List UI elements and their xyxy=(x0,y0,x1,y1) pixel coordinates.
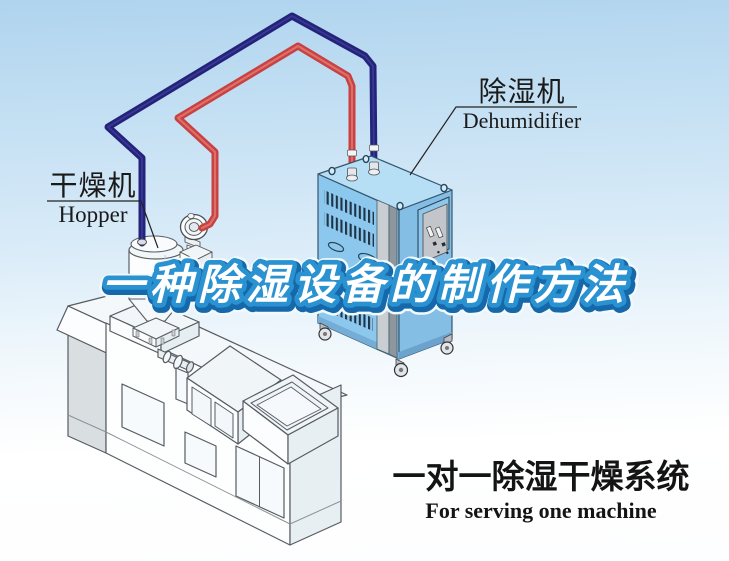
extruder-junction-box xyxy=(175,367,189,405)
title-shadow: 一种除湿设备的制作方法 xyxy=(104,264,632,311)
extruder-panel-b xyxy=(184,431,217,478)
return-hose-band xyxy=(369,144,379,152)
control-panel xyxy=(422,203,448,263)
hopper-label-en: Hopper xyxy=(58,202,128,228)
dehumidifier-bottom-band-right xyxy=(399,332,452,359)
title-overlay: 一种除湿设备的制作方法 一种除湿设备的制作方法 一种除湿设备的制作方法 一种除湿… xyxy=(94,255,635,321)
die-box-lid-inner xyxy=(256,386,322,427)
barrel-box-panel xyxy=(191,386,212,427)
dehumidifier-label: 除湿机 Dehumidifier xyxy=(452,76,592,134)
extruder-skirt-line xyxy=(67,414,342,525)
extruder-panel-a xyxy=(121,383,165,447)
blower-assembly xyxy=(179,212,213,281)
hopper-dryer-machine xyxy=(128,235,184,348)
barrel-box-panel xyxy=(214,401,234,439)
coupling-end xyxy=(185,361,195,373)
corner-channel-dark xyxy=(388,204,398,359)
caster-hub xyxy=(398,367,404,373)
title-halo: 一种除湿设备的制作方法 xyxy=(104,264,632,311)
coupling-collar xyxy=(173,354,183,370)
blower-fan-inner xyxy=(188,222,200,232)
oval-slot-large xyxy=(357,252,379,266)
dehumidifier-label-en: Dehumidifier xyxy=(462,108,582,134)
caster-hub xyxy=(445,346,449,350)
system-caption-zh: 一对一除湿干燥系统 xyxy=(392,458,690,495)
hopper-lid-hose-collar xyxy=(137,238,147,246)
hopper-label-zh: 干燥机 xyxy=(49,170,137,201)
lifting-eyelets xyxy=(328,154,448,211)
hopper-sight-base xyxy=(150,282,156,287)
oval-slot-small xyxy=(327,241,345,253)
supply-hose-collar xyxy=(346,174,358,182)
dehumidifier-label-zh: 除湿机 xyxy=(478,76,566,107)
dehumidifier-machine xyxy=(317,144,454,378)
hopper-leader-line xyxy=(47,200,159,249)
caster-hub xyxy=(323,332,327,336)
vent-band-upper-2 xyxy=(324,212,374,247)
blower-bracket-side xyxy=(195,251,213,281)
blower-bracket-slot xyxy=(184,259,192,271)
extruder-machine xyxy=(56,291,348,546)
hose-entry-collars xyxy=(346,144,380,182)
control-panel-buttons xyxy=(426,225,449,255)
connection-hoses xyxy=(104,12,378,247)
die-box-side xyxy=(287,407,339,465)
coupling-collar xyxy=(162,350,172,364)
dehumidifier-leader-line xyxy=(409,106,577,176)
supply-hose-band xyxy=(347,149,357,157)
casters xyxy=(318,322,454,378)
supply-hose-highlight xyxy=(176,44,354,230)
title-text: 一种除湿设备的制作方法 xyxy=(102,261,630,308)
hopper-platform-side xyxy=(160,321,200,355)
return-hose-collar xyxy=(368,168,380,176)
flange-bolts xyxy=(135,329,176,345)
return-hose-highlight xyxy=(107,15,375,244)
leader-lines xyxy=(47,106,577,249)
die-box-lid-outer xyxy=(250,381,329,431)
vent-band-upper-1 xyxy=(324,190,374,225)
title-outline: 一种除湿设备的制作方法 xyxy=(102,261,630,308)
blower-fan-nub xyxy=(187,212,195,219)
hopper-label: 干燥机 Hopper xyxy=(33,171,153,228)
vent-band-lower xyxy=(329,299,373,331)
system-caption: 一对一除湿干燥系统 For serving one machine xyxy=(385,458,697,524)
system-caption-en: For serving one machine xyxy=(425,498,657,524)
